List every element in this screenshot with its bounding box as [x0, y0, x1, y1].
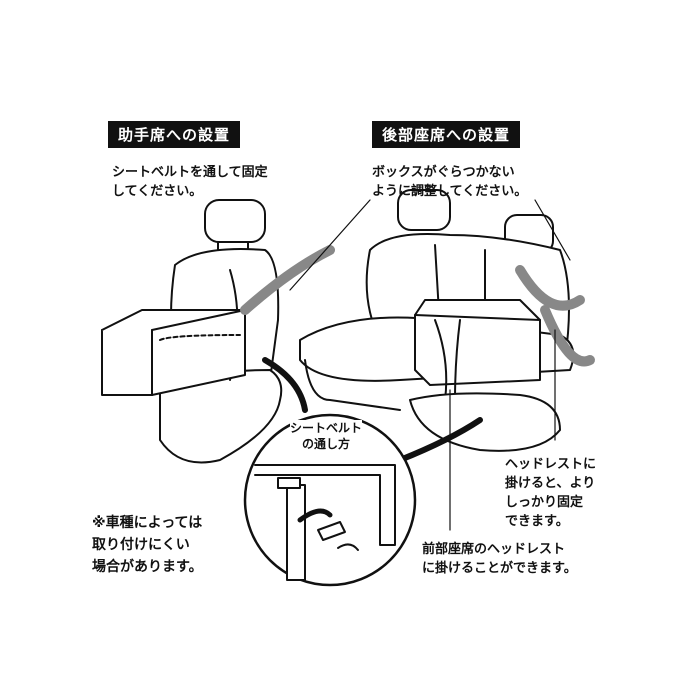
- front-seat-instruction: シートベルトを通して固定 してください。: [112, 165, 268, 199]
- front-headrest-note: 前部座席のヘッドレスト に掛けることができます。: [422, 542, 577, 576]
- headrest-note: ヘッドレストに 掛けると、より しっかり固定 できます。: [505, 457, 597, 529]
- front-seat-heading: 助手席への設置: [108, 121, 241, 148]
- rear-seat-instruction: ボックスがぐらつかない ように調整してください。: [372, 165, 528, 199]
- rear-seat-drawing: [299, 189, 575, 452]
- rear-seat-heading: 後部座席への設置: [372, 121, 521, 148]
- detail-title: シートベルト の通し方: [290, 420, 363, 452]
- vehicle-note: ※車種によっては 取り付けにくい 場合があります。: [92, 515, 203, 575]
- front-seat-drawing: [101, 199, 283, 464]
- seatbelt-detail-circle: [243, 413, 417, 587]
